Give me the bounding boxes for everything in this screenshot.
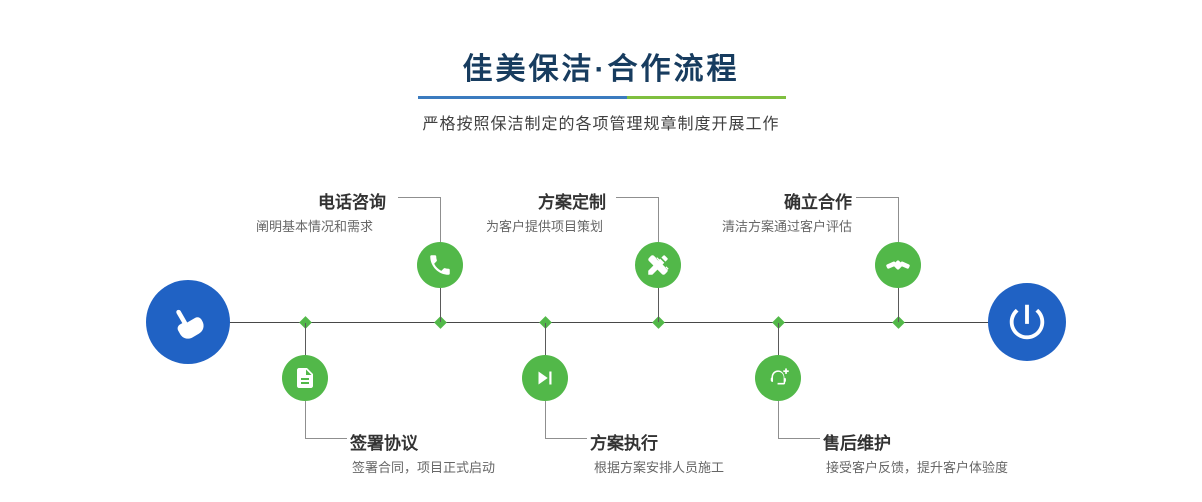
timeline-line [192, 322, 1030, 323]
step-desc: 阐明基本情况和需求 [256, 219, 374, 234]
title-divider [418, 96, 786, 99]
label-connector [398, 197, 440, 198]
page-subtitle: 严格按照保洁制定的各项管理规章制度开展工作 [422, 116, 780, 133]
step-title: 确立合作 [784, 193, 852, 212]
label-connector [898, 197, 899, 242]
label-connector [616, 197, 658, 198]
stem-line [305, 323, 306, 355]
label-connector [778, 401, 779, 438]
step-desc: 签署合同，项目正式启动 [352, 460, 496, 475]
step-title: 售后维护 [823, 434, 891, 453]
step-desc: 为客户提供项目策划 [486, 219, 604, 234]
step-circle-contract [282, 355, 328, 401]
stem-line [440, 288, 441, 322]
label-connector [856, 197, 898, 198]
label-connector [305, 438, 347, 439]
contract-icon [293, 366, 317, 390]
label-connector [545, 438, 587, 439]
step-circle-execute [522, 355, 568, 401]
step-circle-handshake [875, 242, 921, 288]
step-title: 电话咨询 [318, 193, 386, 212]
handshake-icon [885, 252, 911, 278]
label-connector [545, 401, 546, 438]
stem-line [658, 288, 659, 322]
step-title: 签署协议 [350, 434, 418, 453]
page-title: 佳美保洁·合作流程 [462, 53, 740, 86]
timeline-start-node [146, 280, 230, 364]
label-connector [658, 197, 659, 242]
step-circle-support [755, 355, 801, 401]
pointing-hand-icon [166, 300, 210, 344]
power-icon [1004, 299, 1050, 345]
play-icon [532, 365, 558, 391]
headset-icon [765, 365, 791, 391]
stem-line [545, 323, 546, 355]
step-desc: 清洁方案通过客户评估 [722, 219, 853, 234]
step-circle-phone [417, 242, 463, 288]
step-circle-design [635, 242, 681, 288]
step-title: 方案执行 [590, 434, 658, 453]
stem-line [778, 323, 779, 355]
label-connector [440, 197, 441, 242]
timeline-end-node [988, 283, 1066, 361]
label-connector [305, 401, 306, 438]
step-title: 方案定制 [538, 193, 606, 212]
stem-line [898, 288, 899, 322]
phone-icon [427, 252, 453, 278]
divider-green-segment [627, 96, 786, 99]
label-connector [778, 438, 820, 439]
step-desc: 接受客户反馈，提升客户体验度 [826, 460, 1009, 475]
divider-blue-segment [418, 96, 627, 99]
step-desc: 根据方案安排人员施工 [594, 460, 725, 475]
design-tools-icon [645, 252, 671, 278]
